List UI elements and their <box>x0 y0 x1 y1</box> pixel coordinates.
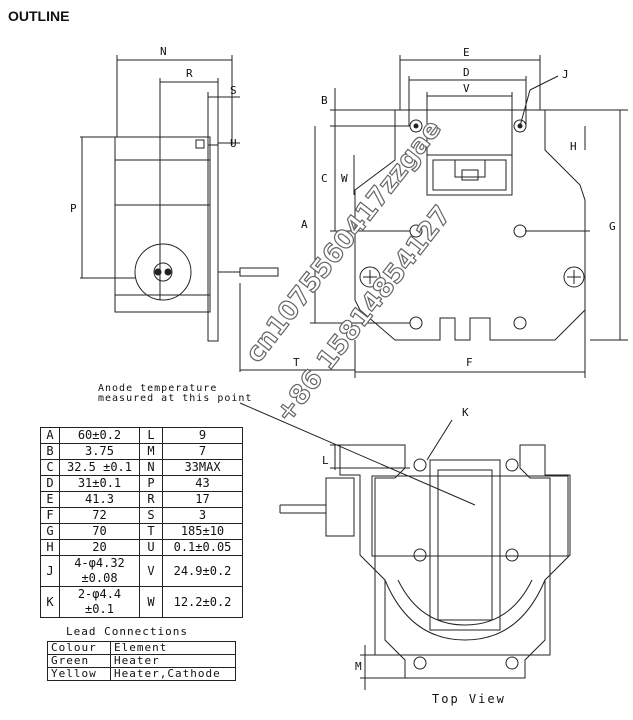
spec-key: K <box>40 586 60 618</box>
dim-L: L <box>322 454 329 467</box>
spec-key: U <box>139 539 163 556</box>
spec-value: 9 <box>162 427 243 444</box>
dim-W: W <box>341 172 348 185</box>
dim-V: V <box>463 82 470 95</box>
top-view <box>279 419 571 690</box>
spec-value: 24.9±0.2 <box>162 555 243 587</box>
spec-value: 0.1±0.05 <box>162 539 243 556</box>
anode-leader-line <box>239 402 476 506</box>
spec-key: F <box>40 507 60 524</box>
spec-key: M <box>139 443 163 460</box>
spec-value: 17 <box>162 491 243 508</box>
dim-G: G <box>609 220 616 233</box>
lead-row: Yellow Heater,Cathode <box>47 667 236 681</box>
dim-D: D <box>463 66 470 79</box>
spec-value: 3.75 <box>59 443 140 460</box>
dim-U: U <box>230 137 237 150</box>
spec-key: E <box>40 491 60 508</box>
dim-J: J <box>562 68 569 81</box>
side-view <box>80 55 355 372</box>
spec-value: 70 <box>59 523 140 540</box>
lead-connections-table: Colour Element Green Heater Yellow Heate… <box>47 641 236 681</box>
lead-colour: Green <box>47 654 111 668</box>
spec-key: H <box>40 539 60 556</box>
spec-value: 185±10 <box>162 523 243 540</box>
spec-key: S <box>139 507 163 524</box>
dim-K: K <box>462 406 469 419</box>
dim-H: H <box>570 140 577 153</box>
front-view <box>310 55 628 378</box>
dim-R: R <box>186 67 193 80</box>
spec-key: N <box>139 459 163 476</box>
lead-header-colour: Colour <box>47 641 111 655</box>
spec-value: 72 <box>59 507 140 524</box>
spec-value: 4-φ4.32 ±0.08 <box>59 555 140 587</box>
dim-E: E <box>463 46 470 59</box>
lead-row: Green Heater <box>47 654 236 668</box>
lead-header-element: Element <box>110 641 236 655</box>
spec-value: 2-φ4.4 ±0.1 <box>59 586 140 618</box>
spec-key: L <box>139 427 163 444</box>
lead-element: Heater <box>110 654 236 668</box>
spec-value: 32.5 ±0.1 <box>59 459 140 476</box>
anode-note: Anode temperature measured at this point <box>98 384 252 404</box>
spec-value: 33MAX <box>162 459 243 476</box>
dim-C: C <box>321 172 328 185</box>
dim-P: P <box>70 202 77 215</box>
dim-B: B <box>321 94 328 107</box>
spec-key: B <box>40 443 60 460</box>
spec-value: 60±0.2 <box>59 427 140 444</box>
lead-colour: Yellow <box>47 667 111 681</box>
spec-value: 3 <box>162 507 243 524</box>
spec-value: 31±0.1 <box>59 475 140 492</box>
dim-S: S <box>230 84 237 97</box>
spec-key: W <box>139 586 163 618</box>
spec-key: D <box>40 475 60 492</box>
lead-header-row: Colour Element <box>47 641 236 655</box>
dim-T: T <box>293 356 300 369</box>
spec-key: V <box>139 555 163 587</box>
spec-key: P <box>139 475 163 492</box>
spec-key: T <box>139 523 163 540</box>
lead-element: Heater,Cathode <box>110 667 236 681</box>
dim-A: A <box>301 218 308 231</box>
spec-value: 41.3 <box>59 491 140 508</box>
page-title: OUTLINE <box>8 8 70 24</box>
spec-key: G <box>40 523 60 540</box>
spec-value: 7 <box>162 443 243 460</box>
top-view-label: Top View <box>432 692 506 706</box>
dim-N: N <box>160 45 167 58</box>
anode-note-line-2: measured at this point <box>98 393 253 404</box>
spec-value: 43 <box>162 475 243 492</box>
spec-key: C <box>40 459 60 476</box>
spec-value: 20 <box>59 539 140 556</box>
dim-F: F <box>466 356 473 369</box>
spec-key: A <box>40 427 60 444</box>
dim-M: M <box>355 660 362 673</box>
anode-note-line-1: Anode temperature <box>98 383 218 394</box>
spec-value: 12.2±0.2 <box>162 586 243 618</box>
lead-connections-title: Lead Connections <box>66 625 188 638</box>
spec-key: R <box>139 491 163 508</box>
spec-key: J <box>40 555 60 587</box>
